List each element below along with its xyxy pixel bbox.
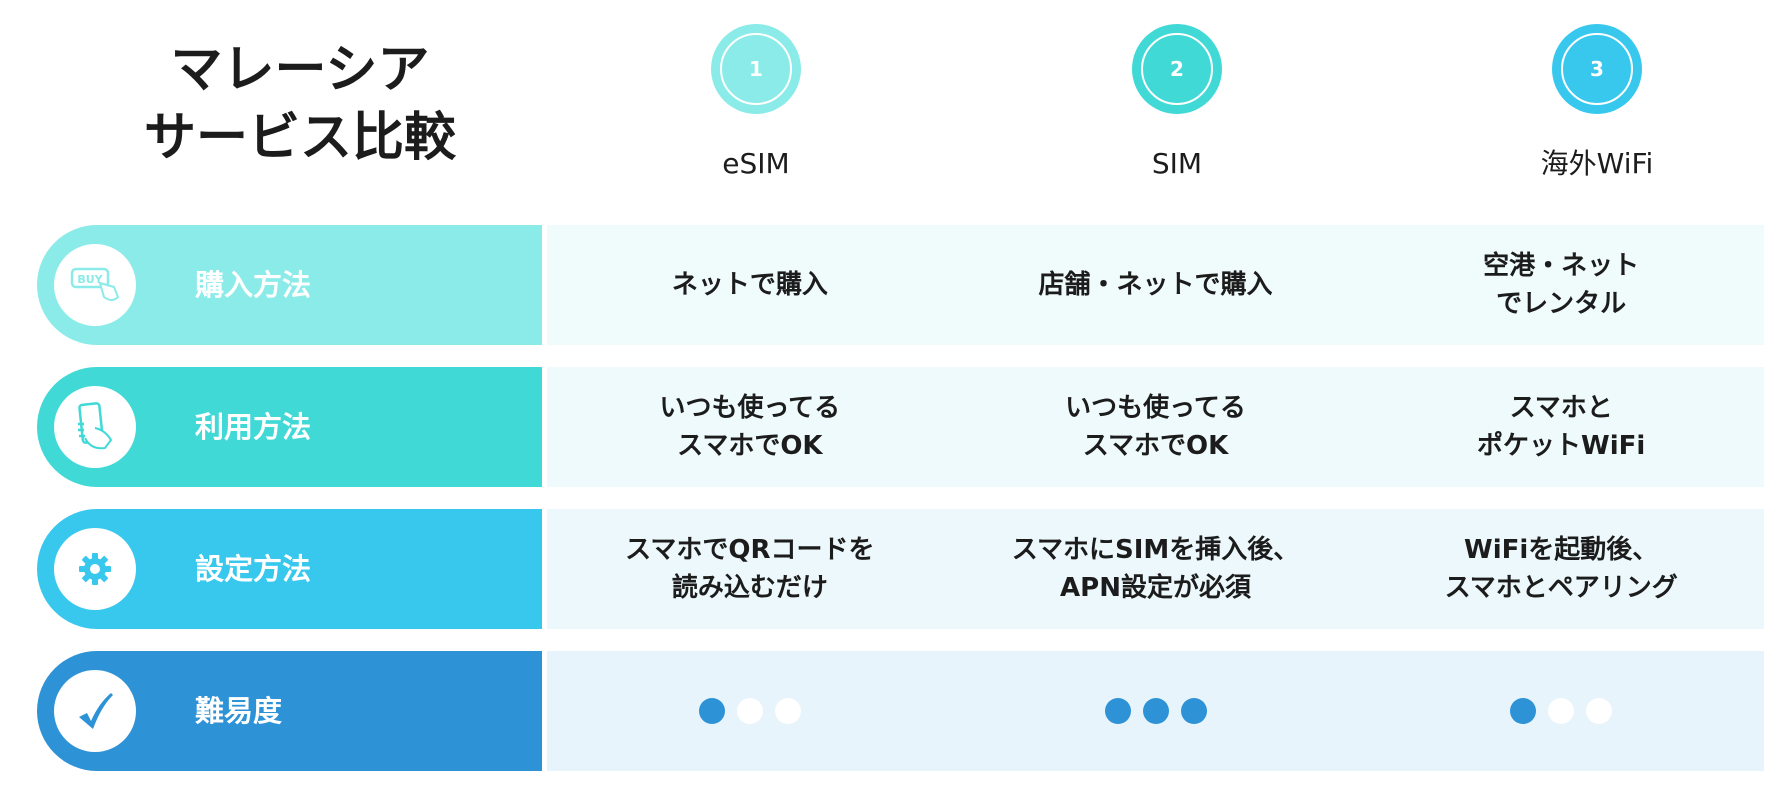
difficulty-cell (1358, 651, 1765, 771)
difficulty-dot-empty (1548, 698, 1575, 724)
difficulty-rating (698, 698, 801, 724)
cell-text-line: いつも使ってる (659, 393, 841, 423)
svg-text:BUY: BUY (77, 273, 103, 286)
difficulty-dot-filled (1510, 698, 1537, 724)
buy-button-icon: BUY (54, 244, 136, 326)
column-label: 海外WiFi (1540, 147, 1654, 180)
cell-text-line: スマホにSIMを挿入後、 (1011, 535, 1300, 565)
row-label-band: 難易度 (37, 651, 542, 771)
comparison-cell: 空港・ネットでレンタル (1358, 225, 1765, 345)
column-number-badge: 2 (1132, 24, 1222, 114)
comparison-cell: ネットで購入 (547, 225, 953, 345)
column-number: 2 (1141, 33, 1213, 105)
column-label: eSIM (722, 147, 790, 180)
cell-text-line: スマホと (1509, 393, 1613, 423)
cell-text-line: 読み込むだけ (671, 573, 828, 603)
cell-text-line: スマホでQRコードを (625, 535, 875, 565)
comparison-cell: いつも使ってるスマホでOK (952, 367, 1359, 487)
smartphone-hand-icon (54, 386, 136, 468)
column-number: 3 (1561, 33, 1633, 105)
comparison-cell: スマホにSIMを挿入後、 APN設定が必須 (952, 509, 1359, 629)
row-cells: ネットで購入 店舗・ネットで購入 空港・ネットでレンタル (547, 225, 1765, 345)
cell-text-line: 店舗・ネットで購入 (1038, 270, 1273, 300)
row-label: 設定方法 (195, 552, 312, 586)
cell-text-line: ネットで購入 (671, 270, 828, 300)
column-number-badge: 3 (1552, 24, 1642, 114)
difficulty-dot-empty (736, 698, 763, 724)
comparison-row: 設定方法 スマホでQRコードを読み込むだけ スマホにSIMを挿入後、 APN設定が必須… (37, 509, 1765, 629)
cell-text-line: APN設定が必須 (1060, 573, 1251, 603)
comparison-cell: WiFiを起動後、スマホとペアリング (1358, 509, 1765, 629)
column-header-海外wifi: 3 海外WiFi (1447, 24, 1747, 182)
column-number: 1 (720, 33, 792, 105)
difficulty-cell (547, 651, 953, 771)
comparison-cell: スマホでQRコードを読み込むだけ (547, 509, 953, 629)
column-header-esim: 1 eSIM (606, 24, 906, 182)
title-line-2: サービス比較 (143, 108, 456, 168)
comparison-row: BUY 購入方法 ネットで購入 店舗・ネットで購入 空港・ネットでレンタル (37, 225, 1765, 345)
cell-text-line: WiFiを起動後、 (1464, 535, 1659, 565)
difficulty-rating (1510, 698, 1613, 724)
checkmark-icon (54, 670, 136, 752)
gear-icon (54, 528, 136, 610)
difficulty-dot-filled (1104, 698, 1131, 724)
cell-text-line: 空港・ネット (1483, 251, 1640, 281)
difficulty-dot-filled (1180, 698, 1207, 724)
cell-text-line: スマホとペアリング (1444, 573, 1678, 603)
comparison-cell: 店舗・ネットで購入 (952, 225, 1359, 345)
comparison-cell: スマホとポケットWiFi (1358, 367, 1765, 487)
column-number-badge: 1 (711, 24, 801, 114)
cell-text-line: スマホでOK (677, 431, 823, 461)
row-label-band: BUY 購入方法 (37, 225, 542, 345)
column-label: SIM (1151, 147, 1203, 180)
page-title: マレーシア サービス比較 (100, 36, 500, 172)
cell-text-line: いつも使ってる (1065, 393, 1246, 423)
cell-text-line: ポケットWiFi (1477, 431, 1646, 461)
row-label-band: 利用方法 (37, 367, 542, 487)
difficulty-dot-empty (1586, 698, 1613, 724)
cell-text-line: スマホでOK (1082, 431, 1229, 461)
row-cells (547, 651, 1765, 771)
difficulty-dot-filled (698, 698, 725, 724)
difficulty-dot-empty (774, 698, 801, 724)
row-label: 利用方法 (195, 410, 312, 444)
difficulty-rating (1104, 698, 1207, 724)
comparison-cell: いつも使ってるスマホでOK (547, 367, 953, 487)
row-label: 難易度 (195, 694, 283, 728)
row-cells: スマホでQRコードを読み込むだけ スマホにSIMを挿入後、 APN設定が必須 WiFi… (547, 509, 1765, 629)
title-line-1: マレーシア (170, 40, 430, 100)
cell-text-line: でレンタル (1496, 289, 1627, 319)
comparison-row: 難易度 (37, 651, 1765, 771)
row-label-band: 設定方法 (37, 509, 542, 629)
difficulty-dot-filled (1142, 698, 1169, 724)
difficulty-cell (952, 651, 1359, 771)
row-label: 購入方法 (195, 268, 312, 302)
